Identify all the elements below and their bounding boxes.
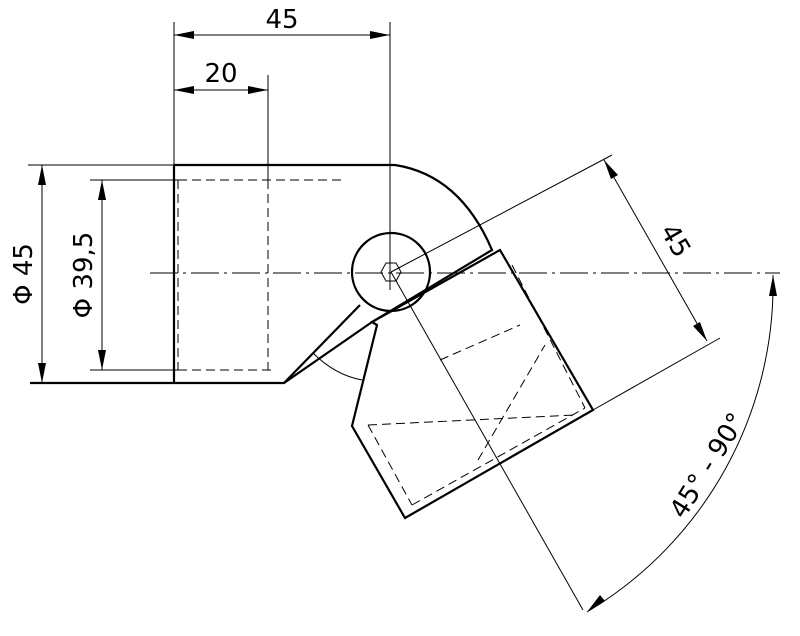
dimension-angle-range: 45° - 90° xyxy=(586,274,777,613)
extension-lines xyxy=(28,22,721,411)
dimension-top-width: 45 xyxy=(174,5,390,39)
dim-outer-diameter-label: Φ 45 xyxy=(9,243,39,305)
dim-angled-width-label: 45 xyxy=(654,219,697,263)
pivot-bolt xyxy=(350,231,432,313)
horizontal-socket xyxy=(30,163,494,385)
dimension-inner-depth: 20 xyxy=(174,59,268,94)
dim-inner-diameter-label: Φ 39,5 xyxy=(69,232,99,319)
angled-socket xyxy=(350,248,595,520)
dim-top-width-label: 45 xyxy=(265,5,298,35)
dimension-angled-width: 45 xyxy=(603,159,708,342)
dim-angle-range-label: 45° - 90° xyxy=(664,408,752,524)
dimension-outer-diameter: Φ 45 xyxy=(9,165,46,383)
center-lines xyxy=(150,154,780,611)
dimension-inner-diameter: Φ 39,5 xyxy=(69,180,106,370)
dim-inner-depth-label: 20 xyxy=(204,59,237,89)
